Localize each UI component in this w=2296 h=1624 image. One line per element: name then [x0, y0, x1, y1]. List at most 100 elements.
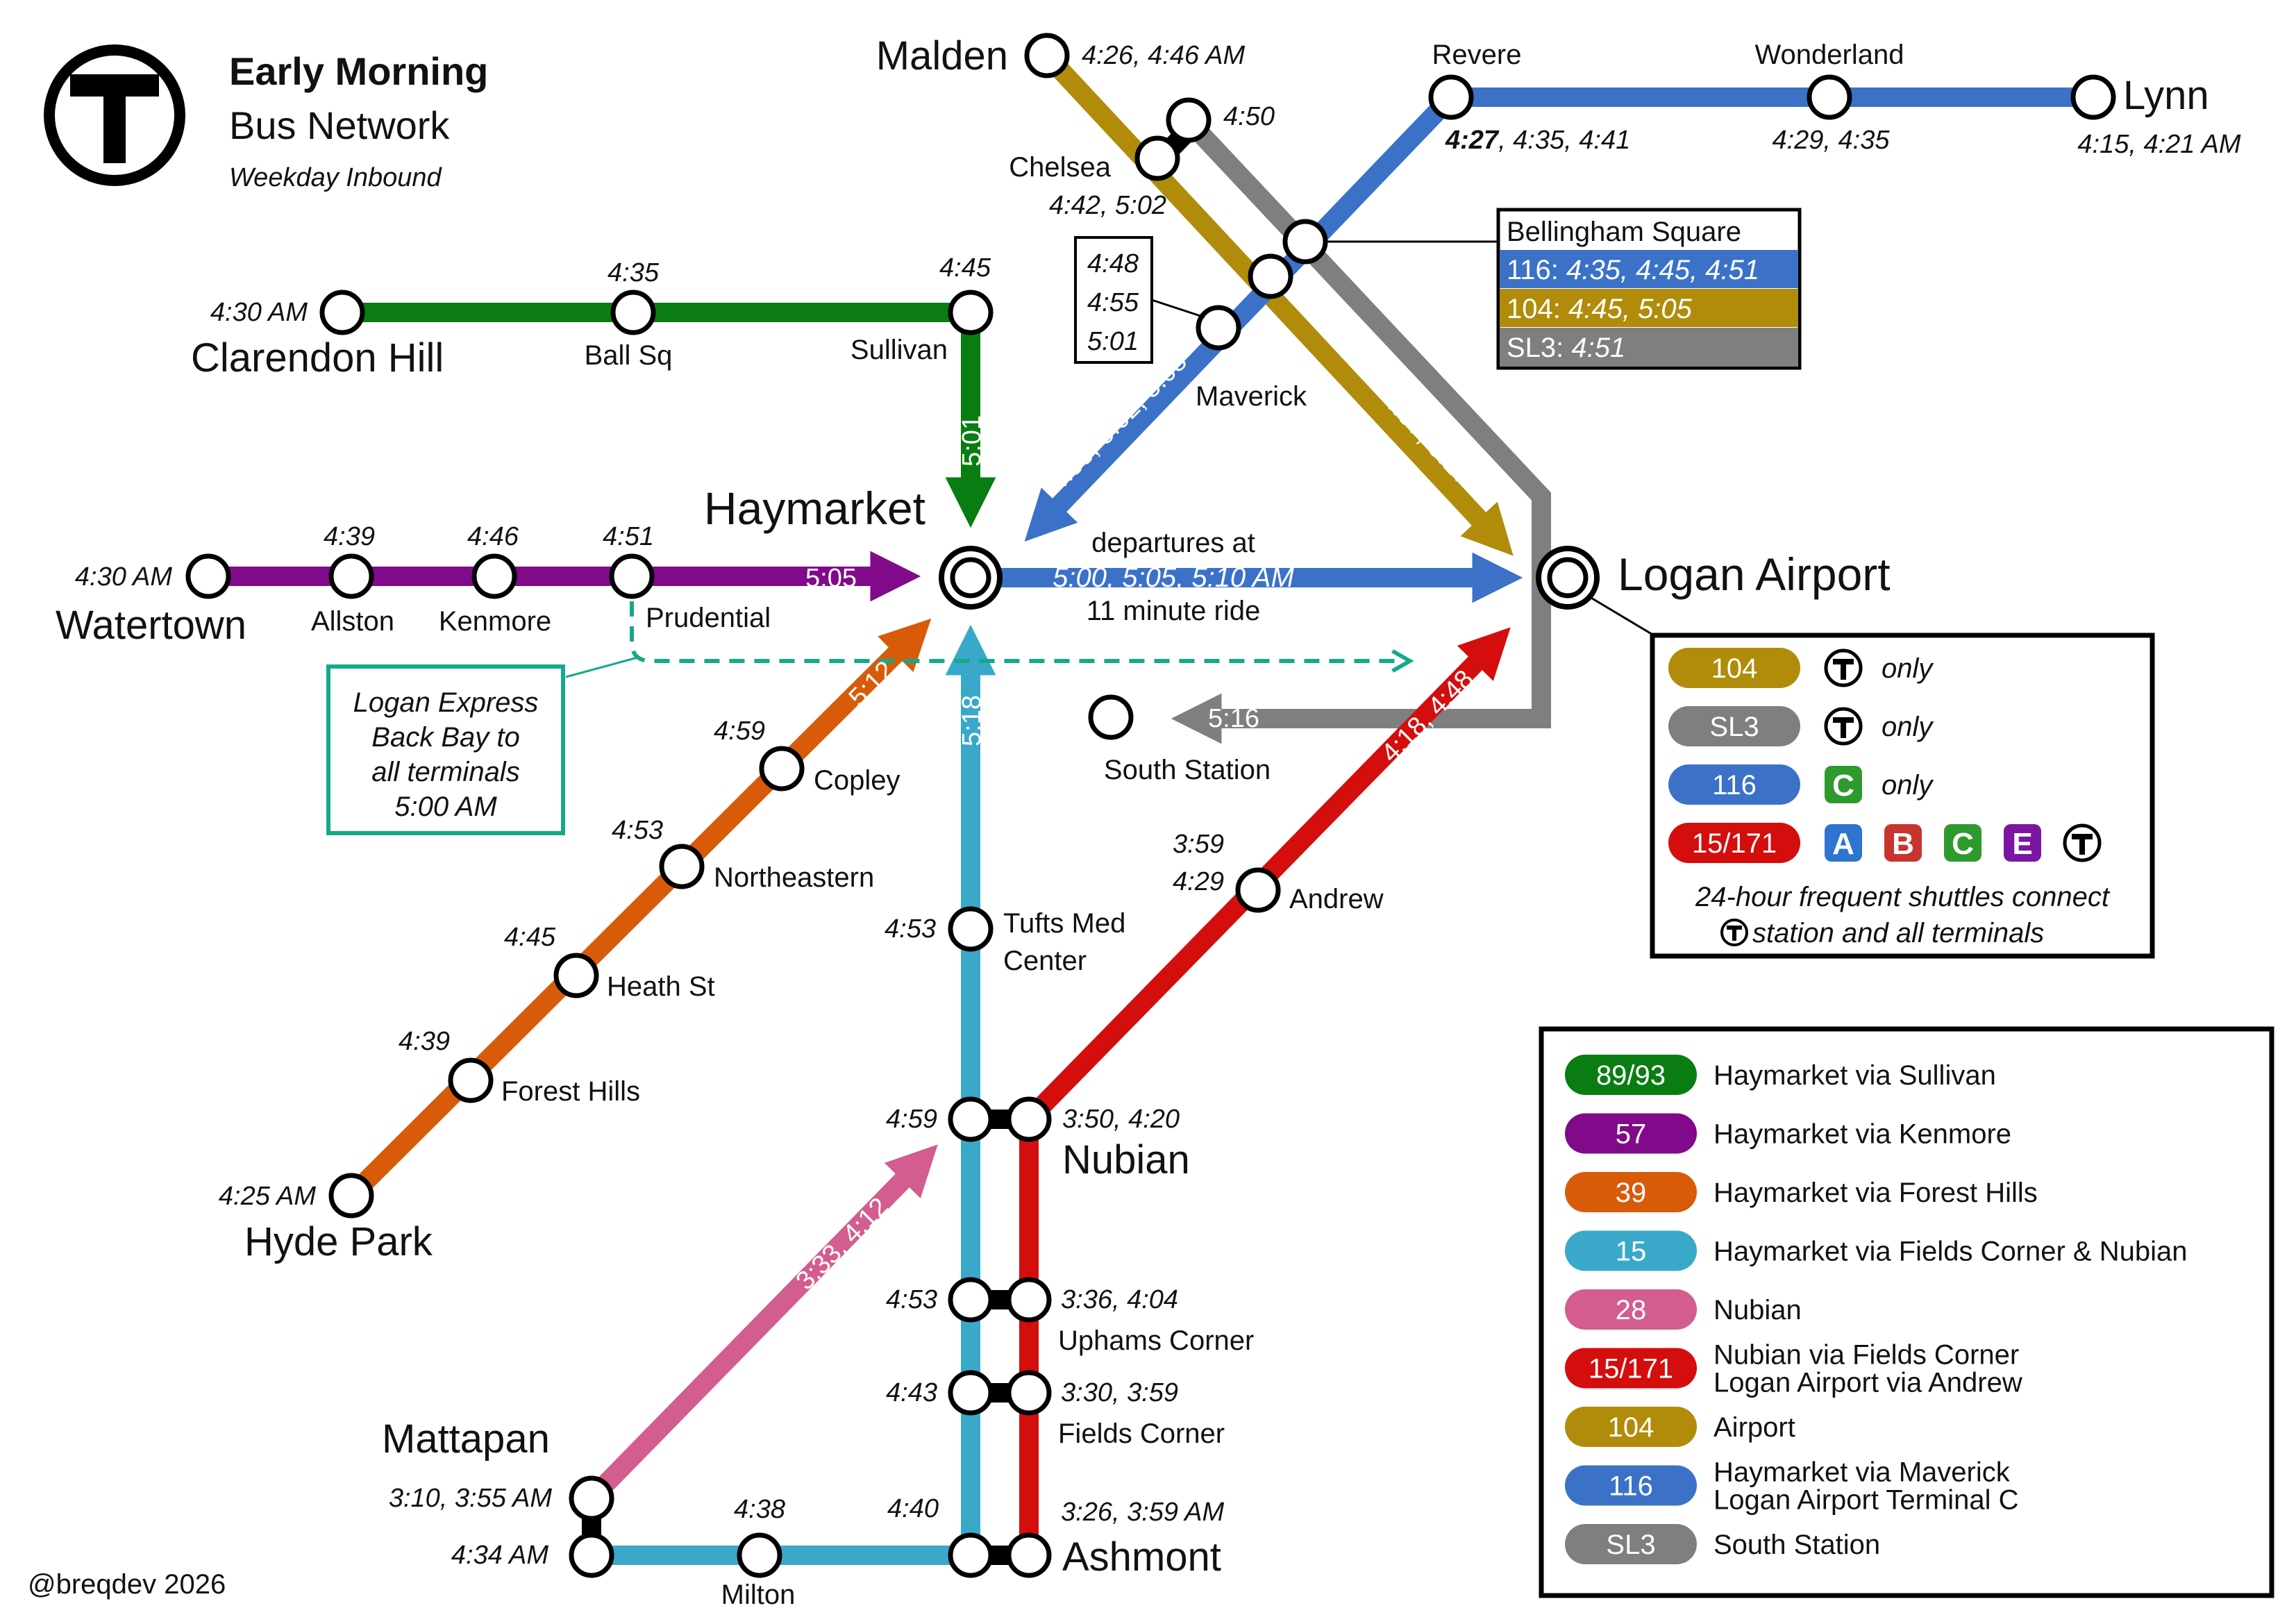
- airport-pill-label-3: 15/171: [1692, 828, 1777, 859]
- tufts-name1: Tufts Med: [1003, 908, 1125, 939]
- chelsea-sl3-time: 4:50: [1223, 102, 1275, 131]
- station-nubian-15: [948, 1096, 994, 1142]
- southstation-name: South Station: [1104, 755, 1271, 785]
- cyan-arrow-time: 5:18: [957, 695, 987, 746]
- maverick-box-leader: [1151, 299, 1205, 319]
- ride-duration: 11 minute ride: [1087, 596, 1261, 626]
- station-chelsea-104: [1134, 135, 1180, 181]
- andrew-time1: 3:59: [1173, 830, 1224, 859]
- maverick-name: Maverick: [1196, 381, 1307, 412]
- wonderland-name: Wonderland: [1755, 40, 1904, 70]
- legend-pill-7: [1565, 1465, 1697, 1506]
- airport-suffix-1: only: [1882, 712, 1934, 742]
- legend-route-0: 89/93: [1596, 1060, 1666, 1091]
- legend-pill-8: [1565, 1524, 1697, 1564]
- bellingham-row-sl3: [1500, 328, 1798, 367]
- mattapan-28-time: 3:10, 3:55 AM: [389, 1484, 553, 1513]
- heathst-name: Heath St: [607, 971, 715, 1002]
- revere-time-bold: 4:27: [1445, 126, 1500, 155]
- terminal-b-letter: B: [1892, 827, 1914, 861]
- station-fields-15: [948, 1370, 994, 1416]
- airport-pill-label-0: 104: [1711, 653, 1758, 684]
- station-nubian-red: [1006, 1096, 1052, 1142]
- airport-pill-3: [1668, 823, 1800, 863]
- station-mattapan-28: [569, 1475, 614, 1521]
- sullivan-name: Sullivan: [850, 335, 948, 365]
- ashmont-name: Ashmont: [1062, 1534, 1221, 1580]
- bellingham-116-times: 4:35, 4:45, 4:51: [1566, 255, 1759, 285]
- station-tufts: [948, 906, 994, 952]
- hydepark-time: 4:25 AM: [219, 1182, 316, 1211]
- sullivan-time: 4:45: [939, 253, 991, 283]
- revere-time-rest: , 4:35, 4:41: [1498, 126, 1630, 155]
- departures-label: departures at: [1091, 528, 1255, 558]
- station-uphams-15: [948, 1277, 994, 1323]
- maverick-times-box: 4:48 4:55 5:01: [1074, 236, 1153, 364]
- map-title: Early Morning: [229, 49, 488, 93]
- station-wonderland: [1807, 74, 1852, 120]
- nubian-red-time: 3:50, 4:20: [1062, 1105, 1180, 1134]
- svg-text:SL3: 4:51: SL3: 4:51: [1507, 333, 1625, 363]
- logan-express-leader: [565, 655, 641, 678]
- bellingham-104-route: 104:: [1507, 294, 1561, 324]
- station-ashmont-15: [948, 1532, 994, 1578]
- prudential-time: 4:51: [603, 522, 654, 551]
- kenmore-time: 4:46: [467, 522, 519, 551]
- malden-time: 4:26, 4:46 AM: [1082, 41, 1246, 70]
- legend-desc-0: Haymarket via Sullivan: [1713, 1060, 1996, 1091]
- gray-arrow-time: 5:16: [1208, 704, 1259, 733]
- copley-time: 4:59: [714, 717, 765, 746]
- watertown-name: Watertown: [56, 603, 246, 648]
- svg-text:104: 4:45, 5:05: 104: 4:45, 5:05: [1507, 294, 1693, 324]
- station-northeastern: [659, 844, 705, 889]
- legend-desc-5-a: Nubian via Fields Corner: [1713, 1340, 2019, 1371]
- airport-pill-label-1: SL3: [1709, 712, 1759, 742]
- map-subtitle: Bus Network: [229, 103, 450, 147]
- airport-note-line1: 24-hour frequent shuttles connect: [1695, 882, 2111, 912]
- northeastern-name: Northeastern: [714, 862, 874, 893]
- legend-desc-2: Haymarket via Forest Hills: [1713, 1178, 2038, 1208]
- logan-express-line1: Logan Express: [353, 687, 539, 718]
- heathst-time: 4:45: [504, 923, 556, 952]
- legend-pill-2: [1565, 1172, 1697, 1212]
- bellingham-row-116: [1500, 250, 1798, 288]
- fields-name: Fields Corner: [1058, 1418, 1225, 1449]
- route-sl3-line: [1171, 112, 1551, 744]
- northeastern-time: 4:53: [612, 816, 663, 845]
- credit: @breqdev 2026: [28, 1569, 226, 1600]
- airport-note-t-icon: [1720, 919, 1748, 946]
- legend-route-8: SL3: [1606, 1530, 1655, 1560]
- station-copley: [759, 746, 805, 792]
- logan-express-box: Logan Express Back Bay to all terminals …: [326, 664, 565, 835]
- legend-pill-6: [1565, 1407, 1697, 1447]
- route-28-line: [584, 1144, 938, 1505]
- lynn-time: 4:15, 4:21 AM: [2077, 130, 2241, 159]
- chelsea-time: 4:42, 5:02: [1049, 191, 1166, 220]
- purple-arrow-time: 5:05: [805, 564, 857, 593]
- terminal-c-letter: C: [1832, 769, 1854, 803]
- airport-pill-0: [1668, 648, 1800, 688]
- terminal-a-letter: A: [1832, 827, 1854, 861]
- hub-logan-marker: [1536, 546, 1600, 610]
- milton-name: Milton: [721, 1580, 796, 1610]
- airport-pill-2: [1668, 764, 1800, 805]
- terminal-c-icon: [1944, 824, 1981, 862]
- station-chelsea-sl3: [1166, 97, 1212, 143]
- terminal-c-icon: [1825, 766, 1862, 803]
- station-markers: [185, 33, 2116, 1578]
- terminal-a-icon: [1825, 824, 1862, 862]
- allston-time: 4:39: [324, 522, 375, 551]
- ballsq-time: 4:35: [607, 258, 660, 287]
- airport-suffix-0: only: [1882, 653, 1934, 684]
- allston-name: Allston: [311, 606, 394, 637]
- terminal-e-icon: [2004, 824, 2041, 862]
- map-note: Weekday Inbound: [229, 163, 442, 192]
- airport-box-leader: [1589, 596, 1654, 637]
- station-heath-st: [553, 953, 599, 998]
- logan-express-line2: Back Bay to: [371, 722, 519, 753]
- tufts-name2: Center: [1003, 946, 1087, 976]
- terminal-e-letter: E: [2012, 827, 2032, 861]
- legend-desc-7-b: Logan Airport Terminal C: [1713, 1485, 2019, 1516]
- station-sullivan: [948, 290, 994, 335]
